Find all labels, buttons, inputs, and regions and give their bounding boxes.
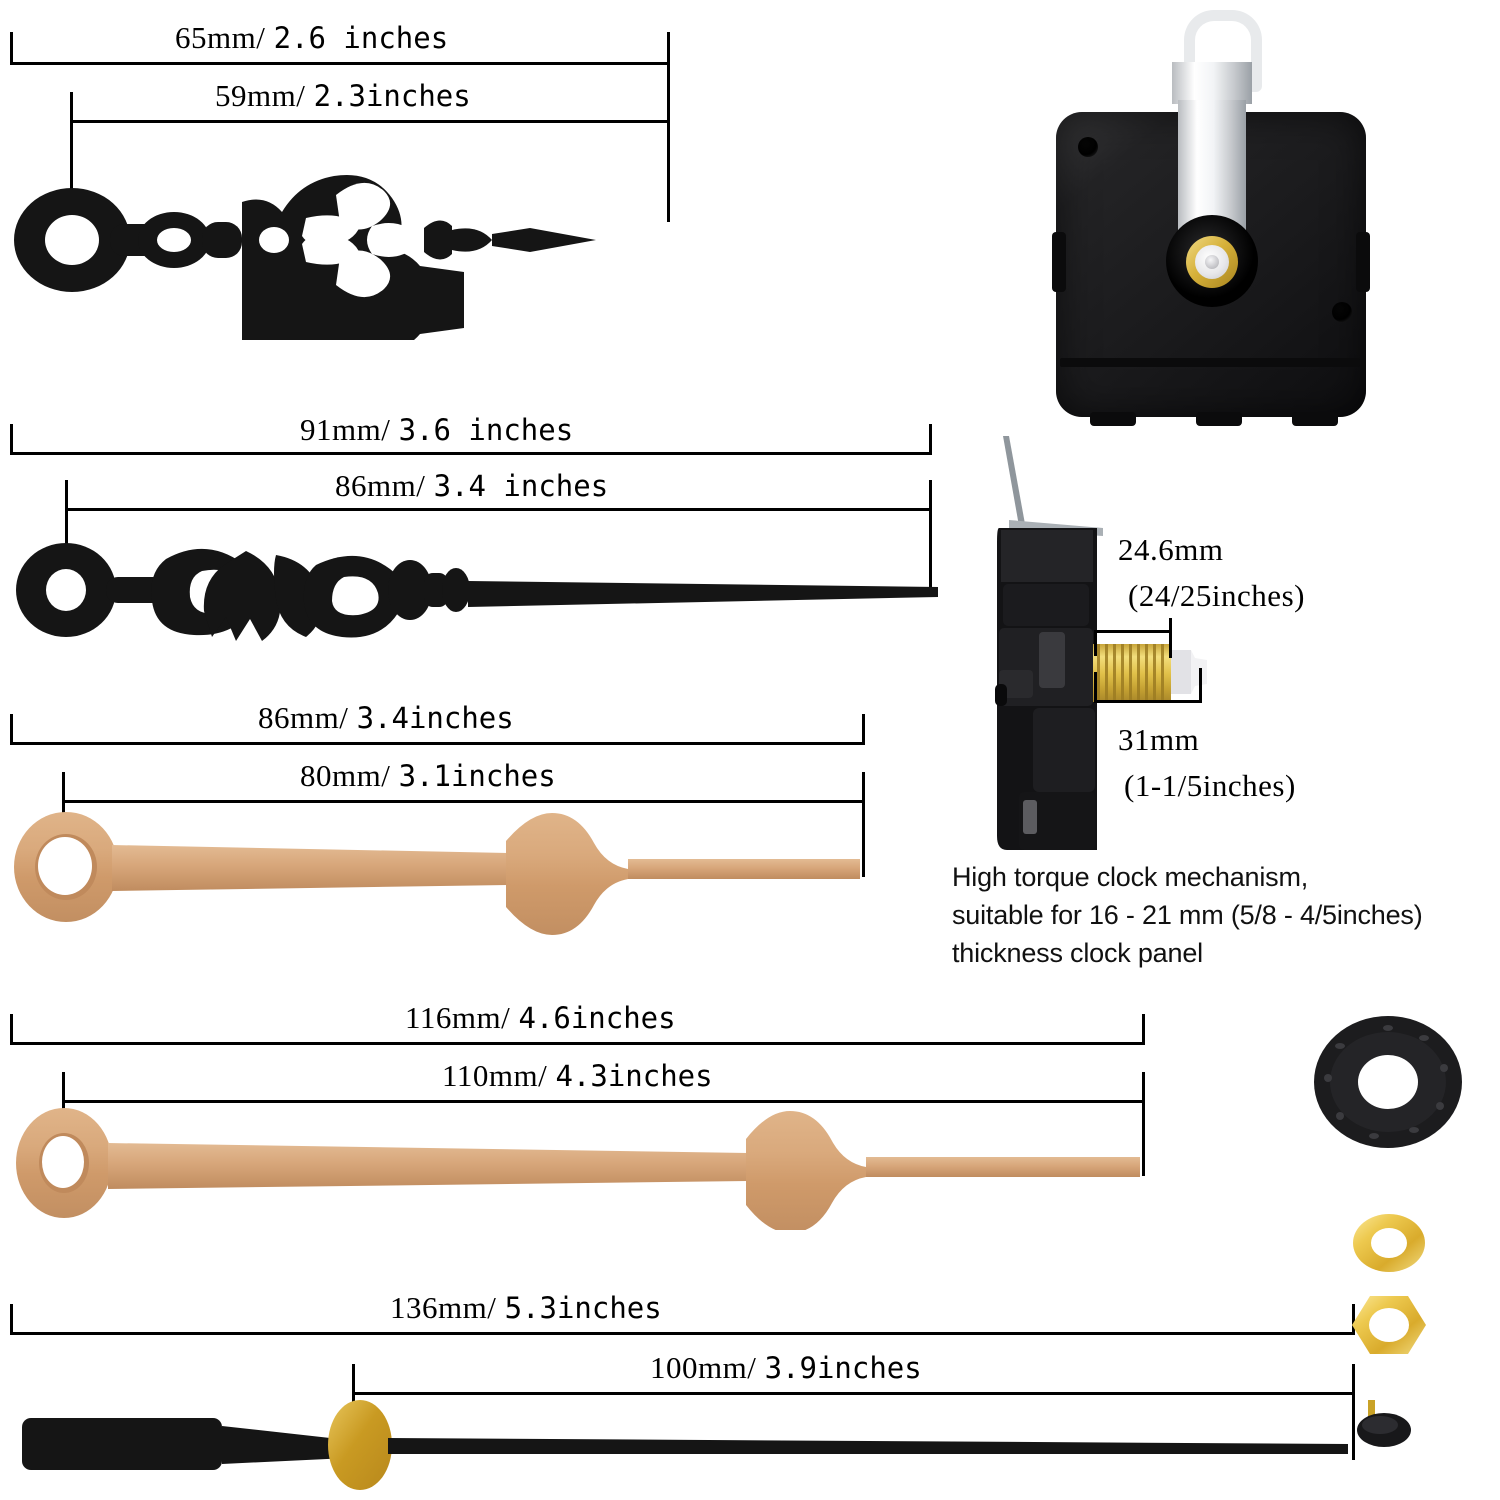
dimension-label-116mm: 116mm/ 4.6inches [405, 1000, 676, 1035]
dimension-tick-left-24-6mm [1094, 630, 1097, 656]
dimension-label-110mm: 110mm/ 4.3inches [442, 1058, 713, 1093]
dimension-tick-left-136mm [10, 1304, 13, 1334]
dimension-tick-left-86mm-gold [10, 714, 13, 744]
dimension-tick-right-65mm [667, 32, 670, 222]
dimension-label-59mm: 59mm/ 2.3inches [215, 78, 471, 113]
dimension-tick-right-91mm [929, 424, 932, 454]
hanger-collar [1172, 62, 1252, 104]
brass-hex-nut-graphic [1352, 1296, 1426, 1354]
housing-foot-right [1292, 412, 1338, 426]
housing-tab-right [1356, 232, 1370, 292]
ornate-minute-hand-graphic [16, 543, 938, 641]
housing-seam-line [1060, 358, 1360, 367]
dimension-label-31mm-line1: 31mm [1118, 722, 1200, 757]
housing-tab-left [1052, 232, 1066, 292]
dimension-tick-right-136mm [1352, 1304, 1355, 1334]
dimension-line-91mm [10, 452, 932, 455]
shaft-pin-center [1205, 255, 1219, 269]
second-hand-graphic [22, 1400, 1348, 1490]
housing-foot-mid [1196, 412, 1242, 426]
dimension-label-31mm-line2: (1-1/5inches) [1124, 768, 1296, 803]
dimension-tick-right-24-6mm [1169, 618, 1172, 658]
dimension-line-80mm [62, 800, 865, 803]
dimension-tick-right-110mm [1142, 1072, 1145, 1176]
gold-minute-hand-graphic [16, 1108, 1140, 1230]
dimension-label-136mm: 136mm/ 5.3inches [390, 1290, 662, 1325]
dimension-line-86mm-minute [65, 508, 932, 511]
dimension-line-136mm [10, 1332, 1355, 1335]
mechanism-description: High torque clock mechanism, suitable fo… [952, 862, 1423, 968]
screw-hole-bottom-right [1332, 302, 1352, 322]
ornate-hour-hand-graphic [14, 175, 596, 340]
rubber-washer-graphic [1314, 1016, 1462, 1148]
dimension-line-59mm [70, 120, 670, 123]
dimension-line-31mm [1094, 700, 1202, 703]
dimension-tick-right-31mm [1199, 668, 1202, 702]
dimension-line-100mm [352, 1392, 1355, 1395]
dimension-label-86mm-minute: 86mm/ 3.4 inches [335, 468, 609, 503]
black-cap-nut-graphic [1357, 1400, 1411, 1447]
gold-hour-hand-graphic [14, 812, 860, 935]
dimension-line-65mm [10, 62, 670, 65]
dimension-tick-right-86mm-gold [862, 714, 865, 744]
dimension-line-86mm-gold [10, 742, 865, 745]
dimension-tick-left-91mm [10, 424, 13, 454]
dimension-tick-left-116mm [10, 1014, 13, 1044]
dimension-label-100mm: 100mm/ 3.9inches [650, 1350, 922, 1385]
dimension-tick-left-59mm [70, 92, 73, 247]
brass-washer-graphic [1353, 1214, 1425, 1272]
dimension-label-65mm: 65mm/ 2.6 inches [175, 20, 449, 55]
dimension-tick-right-100mm [1352, 1364, 1355, 1460]
dimension-tick-left-31mm [1094, 672, 1097, 702]
dimension-label-80mm: 80mm/ 3.1inches [300, 758, 556, 793]
dimension-line-24-6mm [1094, 630, 1170, 633]
motor-side-graphic [995, 436, 1207, 850]
dimension-label-24-6mm-line1: 24.6mm [1118, 532, 1224, 567]
dimension-tick-left-86mm-minute [65, 480, 68, 592]
dimension-tick-left-65mm [10, 32, 13, 64]
dimension-label-91mm: 91mm/ 3.6 inches [300, 412, 574, 447]
dimension-line-110mm [62, 1100, 1145, 1103]
dimension-label-86mm-gold: 86mm/ 3.4inches [258, 700, 514, 735]
dimension-tick-right-86mm-minute [929, 480, 932, 592]
dimension-label-24-6mm-line2: (24/25inches) [1128, 578, 1305, 613]
screw-hole-top-left [1078, 137, 1098, 157]
housing-foot-left [1090, 412, 1136, 426]
dimension-line-116mm [10, 1042, 1145, 1045]
dimension-tick-right-80mm [862, 772, 865, 877]
dimension-tick-right-116mm [1142, 1014, 1145, 1044]
